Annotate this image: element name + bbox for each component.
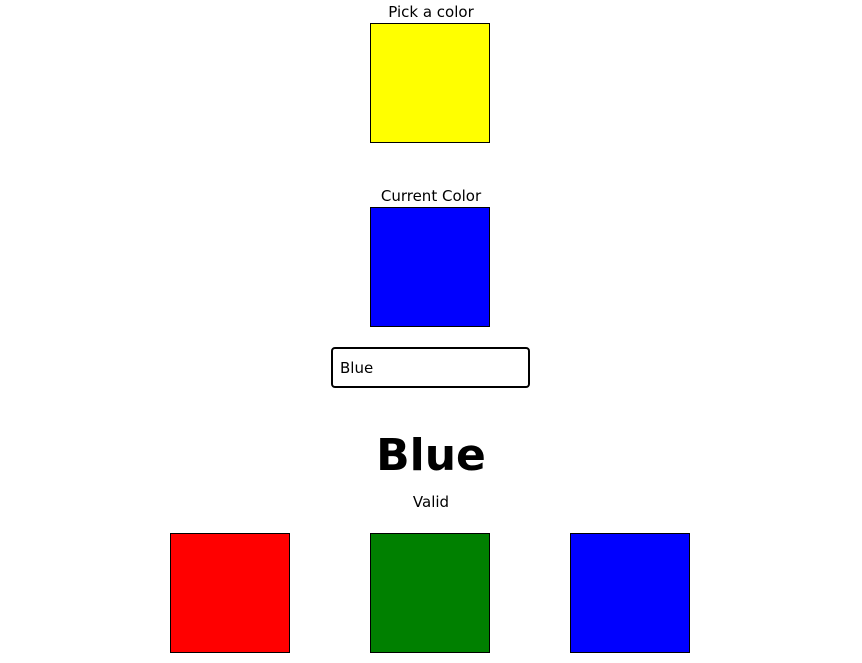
current-color-swatch bbox=[370, 207, 490, 327]
red-option-swatch[interactable] bbox=[170, 533, 290, 653]
color-name-input[interactable] bbox=[331, 347, 530, 388]
color-name-display: Blue bbox=[376, 430, 486, 481]
pick-color-swatch[interactable] bbox=[370, 23, 490, 143]
green-option-swatch[interactable] bbox=[370, 533, 490, 653]
current-color-title: Current Color bbox=[380, 187, 482, 205]
pick-color-title: Pick a color bbox=[388, 3, 474, 21]
validity-status: Valid bbox=[412, 493, 450, 511]
blue-option-swatch[interactable] bbox=[570, 533, 690, 653]
